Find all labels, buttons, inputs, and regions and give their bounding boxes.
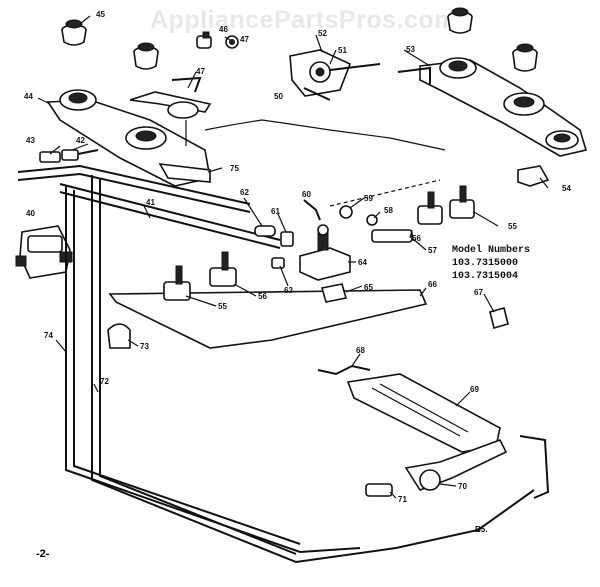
callout-56: 56 [412, 234, 421, 243]
part-burner-cap-right [512, 43, 538, 72]
part-45-right-burner-cap [447, 7, 473, 34]
callout-66: 66 [428, 280, 437, 289]
part-43-42-fittings [39, 149, 99, 163]
callout-55: 55 [508, 222, 517, 231]
page-number: -2- [36, 548, 50, 560]
model-number: 103.7315004 [452, 271, 519, 282]
part-40-pressure-regulator [15, 225, 73, 279]
leader-lines [37, 15, 549, 499]
part-61-fitting [280, 231, 294, 247]
callout-75: 75 [230, 164, 239, 173]
callout-59: 59 [364, 194, 373, 203]
callout-47: 47 [240, 35, 249, 44]
part-62-tube [254, 225, 276, 237]
part-44-left-burner-assembly [46, 76, 212, 187]
part-67-clip [489, 307, 509, 329]
callout-57: 57 [428, 246, 437, 255]
part-50-wire [204, 119, 446, 151]
guide-line [329, 179, 441, 207]
part-66-rear-rail [108, 289, 428, 349]
part-55-valve-left [163, 265, 191, 301]
callout-46: 46 [219, 25, 228, 34]
callout-55-b: 55 [218, 302, 227, 311]
part-59-nut [339, 205, 353, 219]
model-numbers: Model Numbers 103.7315000 103.7315004 [452, 244, 530, 283]
callout-41: 41 [146, 198, 155, 207]
watermark-text: AppliancePartsPros.com [150, 6, 457, 34]
callout-53: 53 [406, 45, 415, 54]
part-54-bracket [517, 165, 550, 187]
part-45-burner-cap [61, 19, 87, 46]
part-56-valve-left [209, 251, 237, 287]
callout-42: 42 [76, 136, 85, 145]
part-64-thermostat-valve [299, 224, 351, 281]
part-burner-cap-top [133, 42, 159, 70]
part-71-fitting [365, 483, 393, 497]
part-46-orifice-hood [196, 31, 212, 49]
callout-65: 65 [364, 283, 373, 292]
callout-74: 74 [44, 331, 53, 340]
callout-62: 62 [240, 188, 249, 197]
callout-69: 69 [470, 385, 479, 394]
part-57-orifice-holder [371, 229, 413, 243]
part-60-clip [303, 199, 321, 221]
part-manifold-tubing [17, 164, 550, 564]
part-53-right-burner-assembly [397, 57, 588, 157]
callout-52: 52 [318, 29, 327, 38]
callout-71: 71 [398, 495, 407, 504]
callout-63: 63 [284, 286, 293, 295]
callout-47-b: 47 [196, 67, 205, 76]
callout-60: 60 [302, 190, 311, 199]
callout-67: 67 [474, 288, 483, 297]
callout-54: 54 [562, 184, 571, 193]
callout-61: 61 [271, 207, 280, 216]
part-55-valve-right [449, 185, 475, 219]
part-56-valve-right [417, 191, 443, 225]
callout-45: 45 [96, 10, 105, 19]
diagram-code: B5. [475, 525, 488, 534]
part-63-nut [271, 257, 285, 269]
callout-72: 72 [100, 377, 109, 386]
part-52-51-valve-bracket [289, 49, 381, 101]
part-47-spud [225, 35, 239, 49]
model-heading: Model Numbers [452, 245, 531, 256]
callout-70: 70 [458, 482, 467, 491]
callout-56-b: 56 [258, 292, 267, 301]
callout-64: 64 [358, 258, 367, 267]
part-68-wire-clip [317, 364, 371, 376]
callout-44: 44 [24, 92, 33, 101]
callout-51: 51 [338, 46, 347, 55]
model-number: 103.7315000 [452, 258, 519, 269]
callout-68: 68 [356, 346, 365, 355]
callout-50: 50 [274, 92, 283, 101]
part-70-oven-valve [404, 439, 508, 491]
callout-73: 73 [140, 342, 149, 351]
callout-40: 40 [26, 209, 35, 218]
callout-58: 58 [384, 206, 393, 215]
callout-43: 43 [26, 136, 35, 145]
part-73-bracket [107, 323, 131, 349]
part-65-clamp [320, 283, 348, 303]
